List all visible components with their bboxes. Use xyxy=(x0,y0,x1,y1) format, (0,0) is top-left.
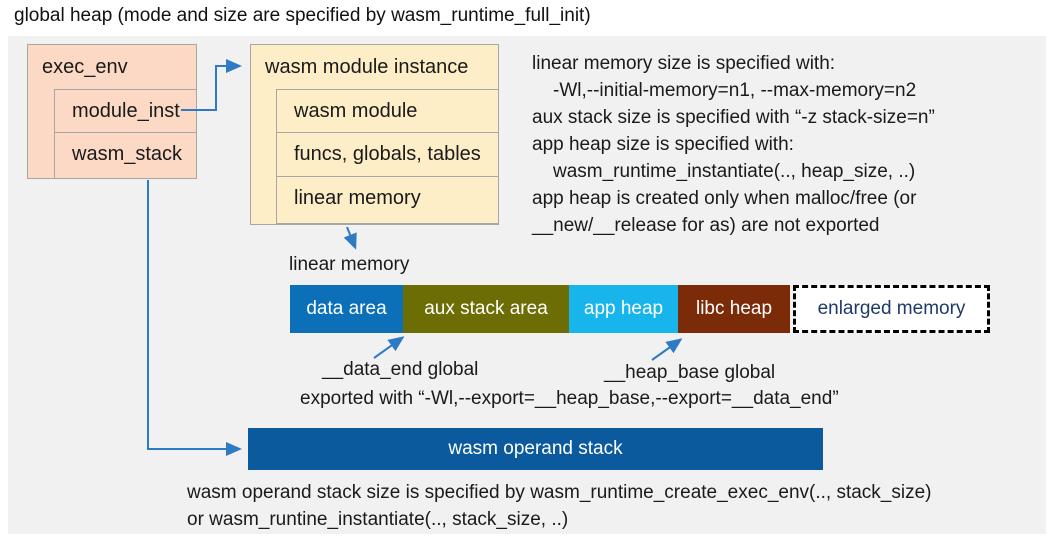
memory-size-notes: linear memory size is specified with: -W… xyxy=(532,50,1047,239)
exec-env-header: exec_env xyxy=(42,56,128,78)
linear-memory-bar: data area aux stack area app heap libc h… xyxy=(290,285,790,333)
note-line: linear memory size is specified with: xyxy=(532,53,836,74)
operand-stack-notes: wasm operand stack size is specified by … xyxy=(187,479,932,533)
wasm-operand-stack-bar: wasm operand stack xyxy=(248,428,823,470)
note-line: app heap is created only when malloc/fre… xyxy=(532,188,917,209)
segment-app-heap: app heap xyxy=(569,285,678,333)
note-line: or wasm_runtine_instantiate(.., stack_si… xyxy=(187,509,569,530)
segment-enlarged-memory: enlarged memory xyxy=(793,285,990,333)
note-line: wasm operand stack size is specified by … xyxy=(187,482,932,503)
wasm-module-instance-box: wasm module instance wasm module funcs, … xyxy=(250,44,499,225)
wasm-module-instance-header: wasm module instance xyxy=(265,56,469,78)
data-end-global-label: __data_end global xyxy=(322,359,479,380)
exported-with-label: exported with “-Wl,--export=__heap_base,… xyxy=(300,388,839,409)
exec-env-box: exec_env module_inst wasm_stack xyxy=(27,44,197,179)
note-line: aux stack size is specified with “-z sta… xyxy=(532,107,935,128)
segment-libc-heap: libc heap xyxy=(678,285,790,333)
segment-data-area: data area xyxy=(290,285,403,333)
note-line: __new/__release for as) are not exported xyxy=(532,215,880,236)
note-line: app heap size is specified with: xyxy=(532,134,794,155)
wasm-stack-row: wasm_stack xyxy=(54,132,197,179)
linear-memory-label: linear memory xyxy=(289,254,410,275)
funcs-globals-tables-row: funcs, globals, tables xyxy=(276,132,499,177)
wasm-module-row: wasm module xyxy=(276,88,499,134)
linear-memory-row: linear memory xyxy=(276,175,499,224)
note-line: -Wl,--initial-memory=n1, --max-memory=n2 xyxy=(553,80,917,101)
module-inst-row: module_inst xyxy=(54,88,197,134)
segment-aux-stack-area: aux stack area xyxy=(403,285,569,333)
note-line: wasm_runtime_instantiate(.., heap_size, … xyxy=(553,161,916,182)
diagram-title: global heap (mode and size are specified… xyxy=(14,5,591,26)
heap-base-global-label: __heap_base global xyxy=(604,362,776,383)
